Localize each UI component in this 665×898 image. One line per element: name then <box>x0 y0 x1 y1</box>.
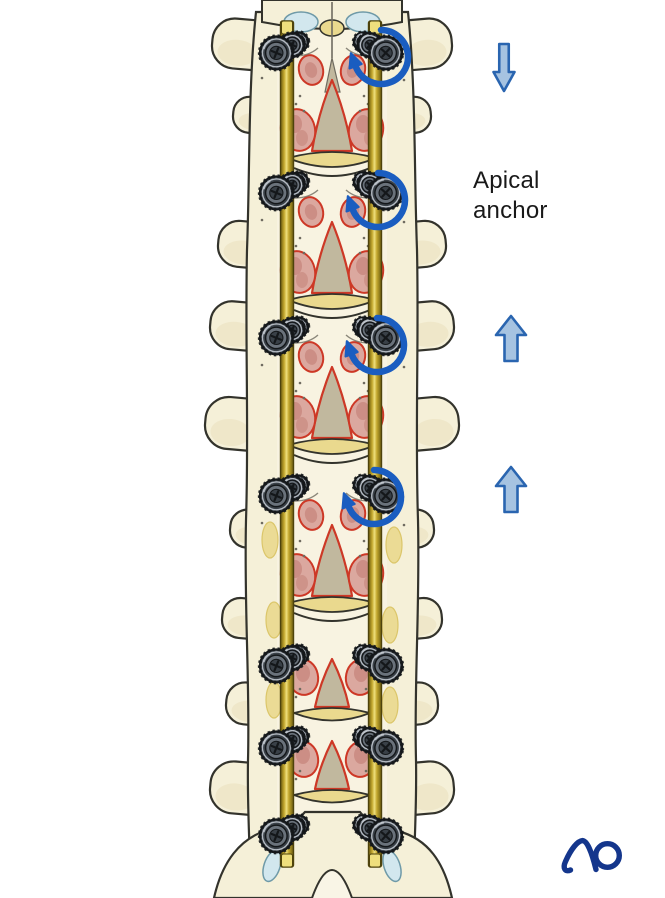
spinous-process-cut <box>313 657 351 709</box>
rotation-arrow-head <box>341 492 356 510</box>
rotation-arrows <box>341 26 412 528</box>
pedicle-screw <box>257 170 311 212</box>
spinous-process-cut <box>313 739 351 791</box>
pedicle-screw <box>257 30 311 72</box>
ao-logo-letter-o <box>593 841 623 871</box>
translation-arrows <box>492 42 528 514</box>
ligament-patch <box>261 521 279 559</box>
pedicle-screw <box>257 725 311 767</box>
pedicle-screw <box>351 813 405 855</box>
ligament-patch <box>265 681 283 719</box>
pedicle-screw <box>257 643 311 685</box>
pedicle-screw <box>257 315 311 357</box>
rotation-arrow-head <box>348 52 363 70</box>
ligament-patch <box>265 601 283 639</box>
vertebral-column <box>203 0 461 898</box>
ligament-patch <box>381 686 399 724</box>
rotation-arrow-arc <box>345 466 405 528</box>
ligament-patch <box>385 526 403 564</box>
pedicle-screw <box>257 473 311 515</box>
spinous-process-cut <box>310 220 354 295</box>
pedicle-screws <box>257 30 405 855</box>
rod-end-cap <box>369 853 381 868</box>
rotation-arrow-head <box>345 195 360 213</box>
rotation-arrow-arc <box>352 26 412 88</box>
spinous-process-cut <box>310 78 354 153</box>
ao-logo <box>561 837 623 874</box>
spinous-process-cut <box>310 365 354 440</box>
up-arrow <box>494 465 528 514</box>
pedicle-screw <box>351 170 405 212</box>
pedicle-screw <box>257 813 311 855</box>
pedicle-screw <box>351 643 405 685</box>
rotation-arrow-arc <box>348 314 408 376</box>
apical-anchor-label: Apical anchor <box>473 166 548 226</box>
ligament-patch <box>381 606 399 644</box>
pedicle-screw <box>351 30 405 72</box>
down-arrow <box>492 42 516 93</box>
ao-logo-letter-a <box>561 837 599 874</box>
up-arrow <box>494 314 528 363</box>
spinous-process-cut <box>310 523 354 598</box>
rotation-arrow-head <box>344 340 359 358</box>
pedicle-screw <box>351 725 405 767</box>
rotation-arrow-arc <box>349 169 409 231</box>
apical-anchor-line1: Apical <box>473 167 540 194</box>
apical-anchor-line2: anchor <box>473 197 548 224</box>
rod-end-cap <box>281 853 293 868</box>
pedicle-screw <box>351 473 405 515</box>
